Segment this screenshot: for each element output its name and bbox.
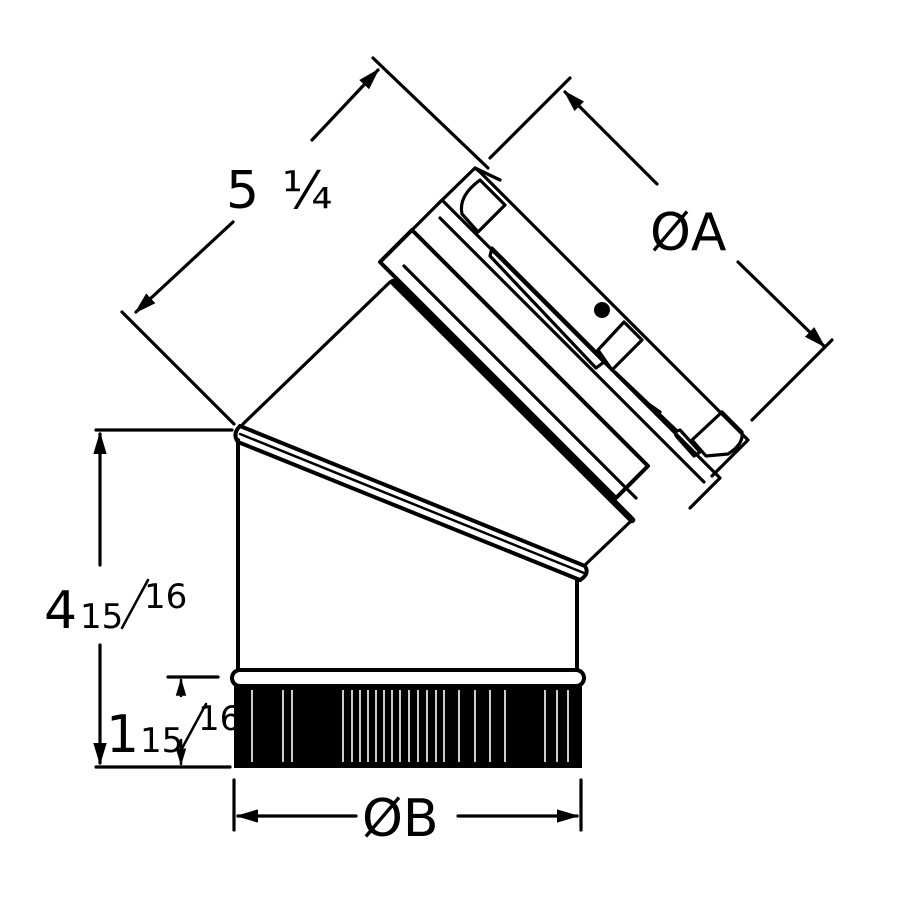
upper-coupler: [378, 166, 750, 510]
bottom-bead-ring: [230, 668, 586, 688]
dimension-collar-whole: 1: [106, 705, 139, 765]
rivet-dot: [594, 302, 610, 318]
dimension-length-fraction: ¼: [282, 161, 332, 221]
dimension-top-diameter: [488, 76, 834, 422]
dimension-top-diameter-label: ØA: [650, 203, 727, 263]
dimension-length-whole: 5: [226, 161, 259, 221]
dimension-collar-denominator: 16: [198, 699, 241, 739]
dimension-bottom-diameter: [232, 778, 583, 832]
dimension-collar-numerator: 15: [140, 721, 183, 761]
lower-pipe-section: [236, 438, 579, 674]
dimension-height-fraction-slash: [120, 578, 150, 630]
dimension-height-denominator: 16: [144, 577, 187, 617]
dimension-bottom-diameter-label: ØB: [362, 789, 439, 849]
dimension-collar-fraction-slash: [178, 702, 208, 754]
angled-seam-bead: [233, 424, 589, 582]
dimension-height-whole: 4: [44, 581, 77, 641]
dimension-overall-height: [93, 428, 234, 769]
dimension-height-numerator: 15: [80, 597, 123, 637]
dimension-length-top: [120, 56, 490, 426]
middle-pipe-section: [241, 278, 636, 566]
crimped-collar: [234, 686, 582, 768]
